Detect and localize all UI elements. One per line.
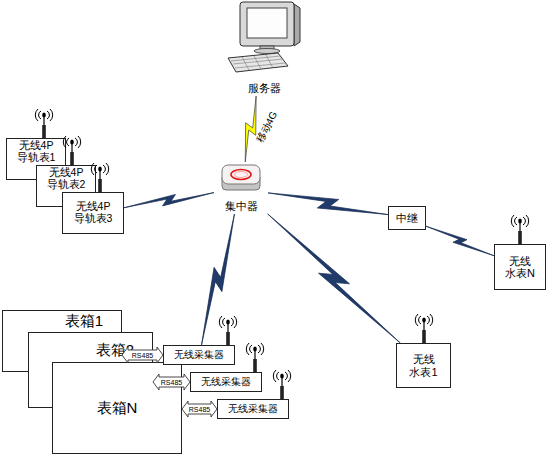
rs485-arrow: [182, 401, 217, 417]
wireless-link: [426, 226, 494, 255]
server-icon: [228, 2, 300, 72]
rs485-arrow: [153, 374, 190, 390]
node-label: 表箱N: [97, 400, 138, 417]
water-meter-box: 无线 水表1: [396, 343, 451, 388]
node-label: 无线4P 导轨表1: [9, 140, 63, 164]
node-label: 无线采集器: [201, 376, 251, 387]
lightning-bolt: [426, 226, 494, 255]
node-label: 无线 水表N: [498, 255, 542, 280]
concentrator-ring: [231, 170, 251, 180]
node-label: 中继: [396, 212, 418, 224]
node-label: 服务器: [248, 82, 281, 94]
antenna-symbol: [273, 370, 290, 399]
block-arrow: [153, 374, 190, 390]
monitor-side: [294, 4, 300, 46]
antenna-symbol: [219, 316, 236, 345]
wireless-link: [124, 193, 214, 208]
monitor-body: [240, 2, 294, 46]
concentrator-ring-inner: [235, 172, 248, 178]
node-label: 无线采集器: [174, 349, 224, 360]
wireless-link: [268, 193, 388, 215]
antenna-symbol: [35, 109, 52, 138]
edge-label: 移动4G: [254, 110, 278, 144]
antenna-symbol: [415, 314, 432, 343]
lightning-bolt: [245, 96, 256, 162]
concentrator-icon: [222, 165, 260, 190]
collector-box: 无线采集器: [163, 345, 235, 365]
node-label: 无线4P 导轨表2: [39, 167, 93, 191]
water-meter-box: 无线 水表N: [494, 244, 546, 290]
keyboard: [228, 53, 288, 72]
edge-label: RS485: [189, 406, 210, 413]
lightning-bolt: [124, 193, 214, 208]
collector-box: 无线采集器: [217, 399, 289, 419]
block-arrow: [182, 401, 217, 417]
wireless-link: [268, 214, 401, 343]
node-label: 表箱2: [96, 342, 134, 359]
block-arrow: [122, 347, 163, 363]
lightning-bolt: [268, 193, 388, 215]
antenna-symbol: [63, 136, 80, 165]
meter-cabinet-box: 表箱N: [52, 362, 182, 454]
wireless-link: [202, 214, 235, 345]
lightning-bolt: [202, 214, 235, 345]
monitor-screen: [247, 8, 287, 38]
server-node: 服务器: [222, 0, 306, 96]
node-label: 表箱1: [65, 313, 103, 330]
rs485-arrow: [122, 347, 163, 363]
concentrator-top: [222, 165, 260, 184]
concentrator-node: 集中器: [214, 162, 268, 214]
node-label: 集中器: [225, 200, 258, 212]
node-label: 无线4P 导轨表3: [65, 201, 121, 225]
antenna-symbol: [91, 163, 108, 192]
repeater-box: 中继: [388, 206, 426, 230]
node-label: 无线采集器: [228, 403, 278, 414]
collector-box: 无线采集器: [190, 372, 262, 392]
rail-meter-box: 无线4P 导轨表3: [62, 192, 124, 234]
antenna-symbol: [246, 343, 263, 372]
antenna-symbol: [511, 215, 528, 244]
wireless-link: [245, 96, 256, 162]
lightning-bolt: [268, 214, 401, 343]
node-label: 无线 水表1: [400, 353, 447, 378]
keyboard-keys: [231, 55, 285, 70]
